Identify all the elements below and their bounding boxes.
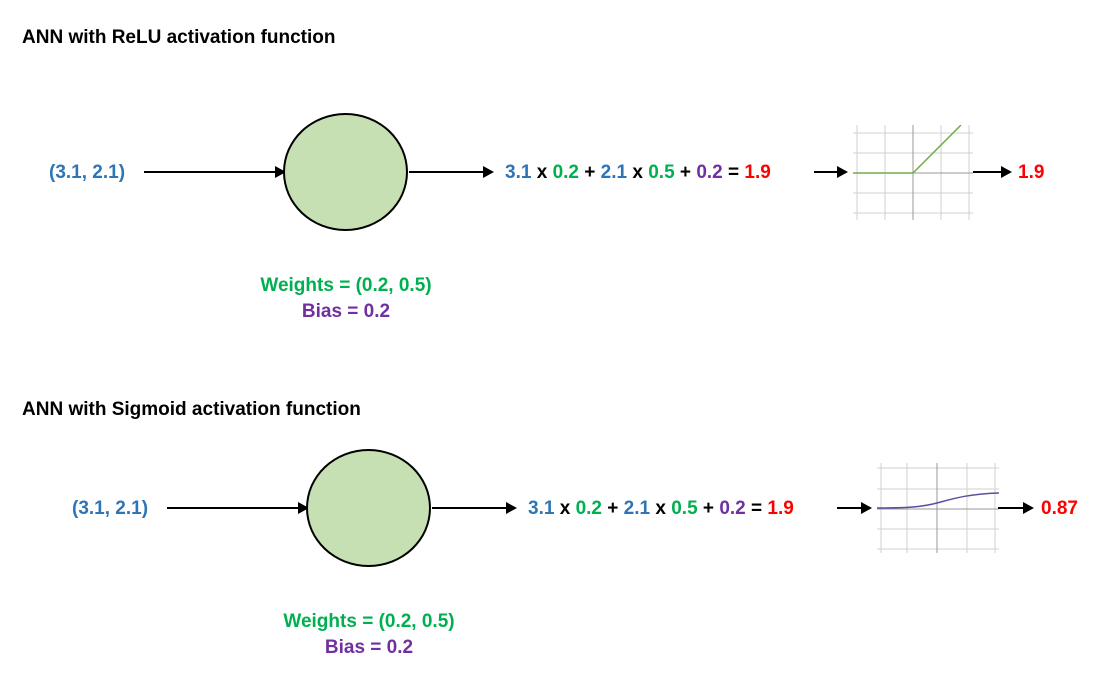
eq-w2: 0.5 bbox=[671, 498, 698, 519]
eq-op1: x bbox=[559, 498, 571, 519]
sigmoid-input-label: (3.1, 2.1) bbox=[72, 498, 149, 519]
relu-input-arrow bbox=[144, 166, 286, 178]
relu-equation-arrow bbox=[814, 166, 848, 178]
eq-x1: 3.1 bbox=[505, 162, 532, 183]
eq-op2: x bbox=[655, 498, 666, 519]
relu-neuron bbox=[283, 113, 408, 231]
eq-x1: 3.1 bbox=[528, 498, 555, 519]
eq-w2: 0.5 bbox=[648, 162, 675, 183]
sigmoid-equation: 3.1 x 0.2 + 2.1 x 0.5 + 0.2 = 1.9 bbox=[528, 498, 794, 520]
relu-activation-arrow bbox=[973, 166, 1012, 178]
relu-equation: 3.1 x 0.2 + 2.1 x 0.5 + 0.2 = 1.9 bbox=[505, 162, 771, 184]
eq-w1: 0.2 bbox=[575, 498, 602, 519]
sigmoid-activation-graph bbox=[877, 463, 999, 553]
eq-result: 1.9 bbox=[767, 498, 794, 519]
sigmoid-bias-label: Bias = 0.2 bbox=[324, 637, 414, 658]
eq-x2: 2.1 bbox=[600, 162, 628, 183]
sigmoid-output-label: 0.87 bbox=[1041, 498, 1078, 519]
eq-plus1: + bbox=[607, 498, 619, 519]
sigmoid-curve bbox=[877, 492, 999, 509]
relu-weights-label: Weights = (0.2, 0.5) bbox=[260, 275, 432, 296]
relu-input-label: (3.1, 2.1) bbox=[49, 162, 126, 183]
sigmoid-weights-label: Weights = (0.2, 0.5) bbox=[283, 611, 455, 632]
relu-curve bbox=[853, 125, 962, 174]
eq-equals: = bbox=[728, 162, 740, 183]
eq-op2: x bbox=[632, 162, 643, 183]
relu-activation-graph bbox=[853, 125, 973, 220]
sigmoid-equation-arrow bbox=[837, 502, 872, 514]
eq-plus2: + bbox=[679, 162, 692, 183]
eq-plus1: + bbox=[584, 162, 596, 183]
eq-op1: x bbox=[536, 162, 548, 183]
sigmoid-activation-arrow bbox=[998, 502, 1034, 514]
eq-equals: = bbox=[751, 498, 763, 519]
relu-neuron-output-arrow bbox=[409, 166, 494, 178]
relu-section-title: ANN with ReLU activation function bbox=[22, 27, 336, 48]
eq-bias: 0.2 bbox=[719, 498, 746, 519]
sigmoid-section-title: ANN with Sigmoid activation function bbox=[22, 399, 361, 420]
sigmoid-input-arrow bbox=[167, 502, 309, 514]
eq-plus2: + bbox=[702, 498, 715, 519]
relu-output-label: 1.9 bbox=[1018, 162, 1045, 183]
eq-bias: 0.2 bbox=[696, 162, 723, 183]
sigmoid-neuron bbox=[306, 449, 431, 567]
eq-result: 1.9 bbox=[744, 162, 771, 183]
eq-x2: 2.1 bbox=[623, 498, 651, 519]
relu-bias-label: Bias = 0.2 bbox=[301, 301, 391, 322]
sigmoid-neuron-output-arrow bbox=[432, 502, 517, 514]
eq-w1: 0.2 bbox=[552, 162, 579, 183]
